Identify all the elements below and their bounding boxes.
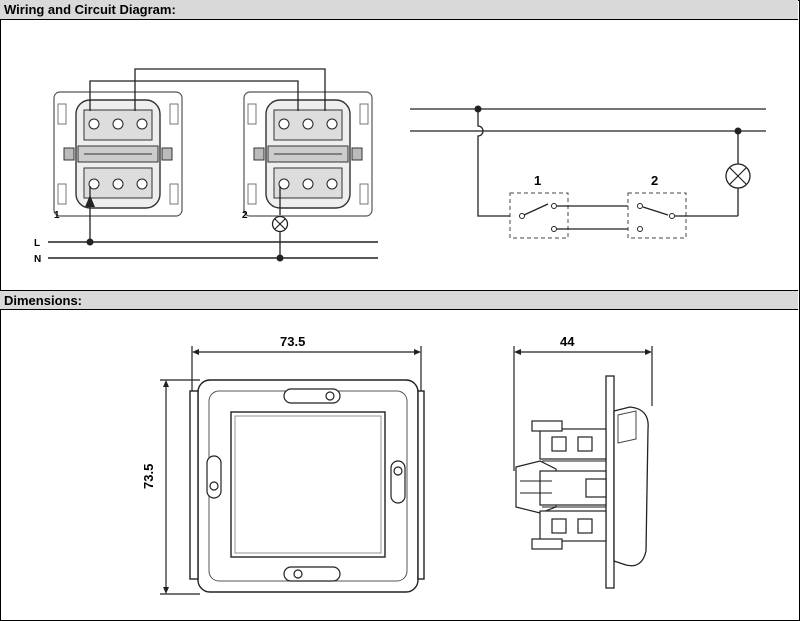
- wiring-section-title: Wiring and Circuit Diagram:: [0, 0, 798, 20]
- height-dimension-label: 73.5: [141, 464, 156, 489]
- interconnect-wires: [89, 68, 326, 111]
- switch-2-symbol: [627, 192, 688, 239]
- side-mounting-plate: [605, 375, 615, 589]
- switch-1-label: 1: [534, 173, 541, 188]
- width-dimension-label: 73.5: [280, 334, 305, 349]
- side-rocker: [613, 406, 649, 567]
- switch-1-symbol: [509, 192, 570, 239]
- switch-2-label: 2: [651, 173, 658, 188]
- mounting-slots: [206, 388, 406, 582]
- circuit-schematic: L N 1 2: [410, 105, 766, 239]
- device-label-2: 2: [242, 210, 248, 221]
- side-mechanism-body: [515, 420, 607, 550]
- front-view-drawing: 73.5 73.5: [141, 334, 425, 595]
- feed-arrow-icon: [85, 195, 95, 207]
- depth-dimension-label: 44: [560, 334, 575, 349]
- wiring-l-label: L: [34, 238, 40, 249]
- wiring-n-label: N: [34, 254, 41, 265]
- device-label-1: 1: [54, 210, 60, 221]
- lamp-icon: [271, 215, 289, 233]
- switch-rocker-face: [230, 411, 386, 558]
- dimensions-section-title: Dimensions:: [0, 290, 798, 310]
- schematic-lamp-icon: [725, 163, 751, 189]
- wiring-diagram: 1 2 L N: [34, 68, 378, 265]
- side-view-drawing: 44: [513, 334, 653, 589]
